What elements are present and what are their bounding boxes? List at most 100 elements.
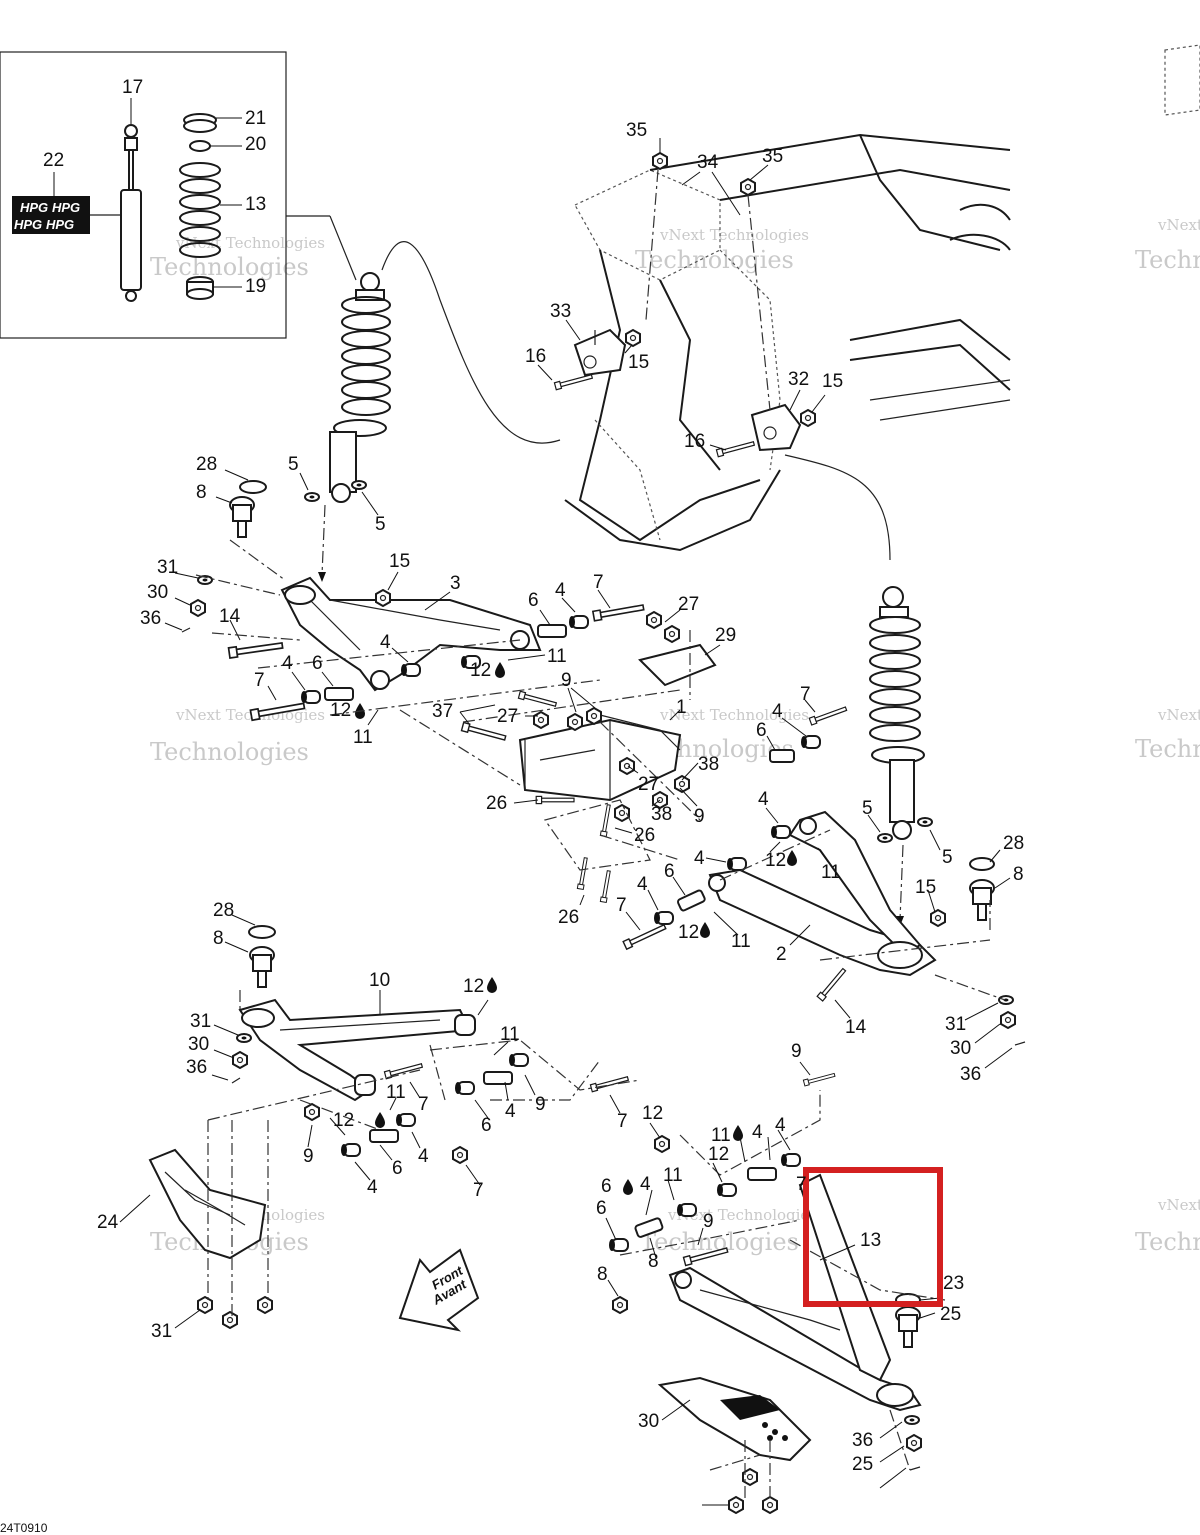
part-label: 10 bbox=[369, 970, 390, 991]
part-label: 6 bbox=[756, 720, 767, 741]
part-label: 7 bbox=[616, 895, 627, 916]
part-label: 38 bbox=[698, 754, 719, 775]
center-bracket-1 bbox=[518, 643, 717, 802]
part-label: 7 bbox=[617, 1111, 628, 1132]
part-label: 15 bbox=[389, 551, 410, 572]
part-label: 8 bbox=[196, 482, 207, 503]
upper-arm-3 bbox=[280, 576, 542, 692]
part-label: 34 bbox=[697, 152, 719, 173]
part-label: 26 bbox=[634, 825, 655, 846]
part-label: 6 bbox=[601, 1176, 612, 1197]
part-label: 35 bbox=[762, 146, 783, 167]
svg-text:vNext Technologies: vNext Technologies bbox=[1157, 1196, 1200, 1214]
skid-plate-24 bbox=[657, 1376, 812, 1462]
part-label: 4 bbox=[367, 1177, 378, 1198]
part-label: 4 bbox=[758, 789, 769, 810]
part-label: 20 bbox=[245, 134, 266, 155]
part-label: 4 bbox=[555, 580, 566, 601]
part-label: 7 bbox=[796, 1174, 807, 1195]
fasteners bbox=[181, 480, 1026, 1514]
part-label: 36 bbox=[852, 1430, 873, 1451]
part-label: 15 bbox=[822, 371, 843, 392]
part-label: 28 bbox=[196, 454, 217, 475]
part-label: 12 bbox=[765, 850, 786, 871]
part-label: 6 bbox=[528, 590, 539, 611]
part-label: 11 bbox=[500, 1024, 520, 1045]
part-label: 4 bbox=[775, 1115, 786, 1136]
svg-text:Technologies: Technologies bbox=[1135, 1228, 1200, 1256]
lower-arm-10 bbox=[238, 998, 476, 1102]
part-label: 30 bbox=[188, 1034, 209, 1055]
part-label: 25 bbox=[940, 1304, 961, 1325]
part-label: 31 bbox=[945, 1014, 966, 1035]
part-label: 25 bbox=[852, 1454, 873, 1475]
part-label: 6 bbox=[664, 861, 675, 882]
part-label: 7 bbox=[418, 1094, 429, 1115]
part-label: 24 bbox=[97, 1212, 119, 1233]
part-label: 36 bbox=[960, 1064, 981, 1085]
part-label: 6 bbox=[481, 1115, 492, 1136]
part-label: 9 bbox=[703, 1211, 714, 1232]
part-label: 14 bbox=[219, 606, 241, 627]
part-label: 4 bbox=[418, 1146, 429, 1167]
part-label: 30 bbox=[950, 1038, 971, 1059]
part-labels: 17 21 20 22 13 19 35 34 35 33 16 15 32 1… bbox=[43, 77, 1024, 1475]
skid-plate-23 bbox=[148, 1148, 267, 1260]
part-label: 31 bbox=[190, 1011, 211, 1032]
part-label: 27 bbox=[497, 706, 518, 727]
part-label: 5 bbox=[942, 847, 953, 868]
lower-arm-bottom bbox=[668, 1173, 922, 1412]
svg-text:vNext Technologies: vNext Technologies bbox=[1157, 216, 1200, 234]
part-label: 36 bbox=[186, 1057, 207, 1078]
highlight-label: 13 bbox=[860, 1230, 881, 1251]
vehicle-frame bbox=[564, 44, 1200, 552]
part-label: 1 bbox=[676, 697, 687, 718]
part-label: 4 bbox=[694, 848, 705, 869]
part-label: 9 bbox=[561, 670, 572, 691]
svg-text:Technologies: Technologies bbox=[150, 253, 309, 281]
assembly-lines bbox=[195, 539, 1006, 1500]
part-label: 11 bbox=[386, 1082, 406, 1103]
part-label: 33 bbox=[550, 301, 571, 322]
part-label: 12 bbox=[642, 1103, 663, 1124]
part-label: 26 bbox=[486, 793, 507, 814]
part-label: 9 bbox=[303, 1146, 314, 1167]
svg-text:Technologies: Technologies bbox=[1135, 735, 1200, 763]
part-label: 8 bbox=[597, 1264, 608, 1285]
part-label: 5 bbox=[375, 514, 386, 535]
hpg-label: HPG HPG HPG HPG bbox=[12, 196, 90, 234]
part-label: 12 bbox=[470, 660, 491, 681]
part-label: 21 bbox=[245, 108, 266, 129]
part-label: 16 bbox=[525, 346, 546, 367]
part-label: 3 bbox=[450, 573, 461, 594]
shock-right bbox=[869, 586, 925, 926]
svg-text:HPG: HPG bbox=[52, 200, 80, 215]
part-label: 7 bbox=[473, 1180, 484, 1201]
part-label: 22 bbox=[43, 150, 64, 171]
part-label: 32 bbox=[788, 369, 809, 390]
bracket-33 bbox=[553, 328, 641, 391]
part-label: 5 bbox=[288, 454, 299, 475]
leader-lines bbox=[119, 138, 1013, 1506]
part-label: 35 bbox=[626, 120, 647, 141]
part-label: 12 bbox=[708, 1144, 729, 1165]
part-label: 4 bbox=[505, 1101, 516, 1122]
svg-text:HPG: HPG bbox=[14, 217, 42, 232]
svg-text:Technologies: Technologies bbox=[635, 246, 794, 274]
part-label: 15 bbox=[628, 352, 649, 373]
part-label: 4 bbox=[637, 874, 648, 895]
part-label: 4 bbox=[380, 632, 391, 653]
part-label: 31 bbox=[151, 1321, 172, 1342]
part-label: 7 bbox=[593, 572, 604, 593]
part-label: 2 bbox=[776, 944, 787, 965]
part-label: 30 bbox=[638, 1411, 659, 1432]
part-label: 23 bbox=[943, 1273, 964, 1294]
part-label: 8 bbox=[213, 928, 224, 949]
part-label: 28 bbox=[213, 900, 234, 921]
part-label: 4 bbox=[282, 653, 293, 674]
part-label: 38 bbox=[651, 804, 672, 825]
part-label: 11 bbox=[821, 862, 841, 883]
highlight-box bbox=[803, 1167, 943, 1307]
part-label: 9 bbox=[791, 1041, 802, 1062]
